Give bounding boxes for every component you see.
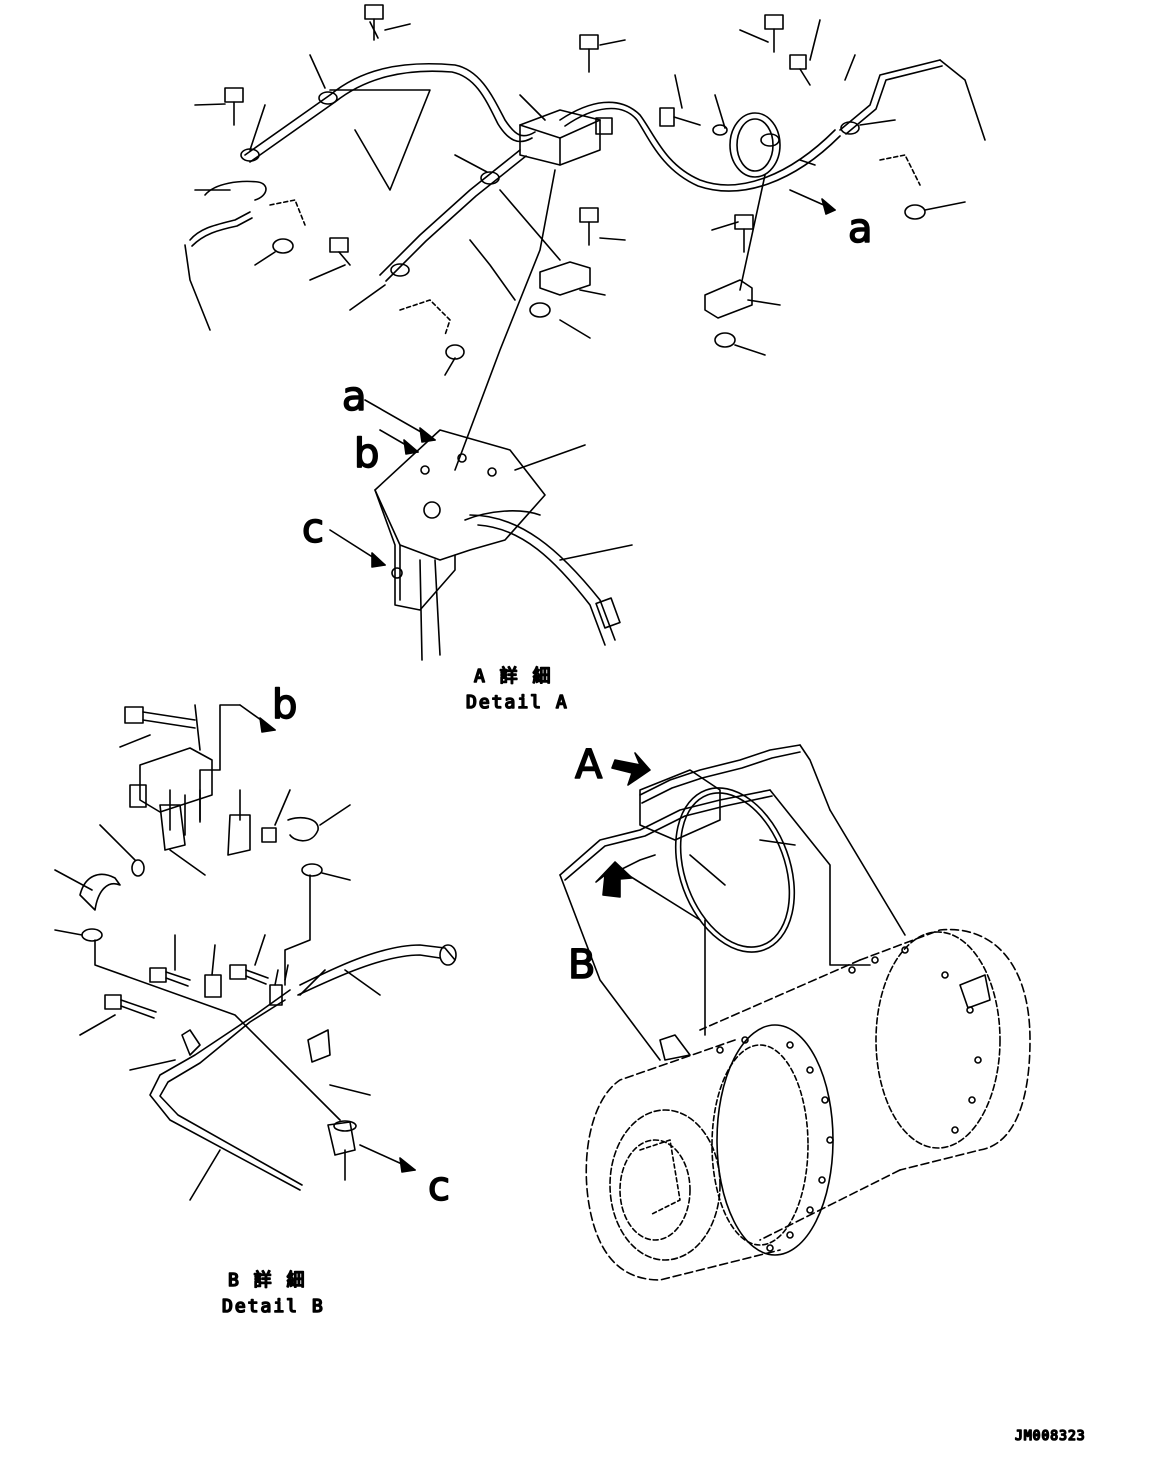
main-view-arrow-B: B [568,942,595,988]
bolt-icon [579,207,599,246]
detail-a-arrow-b: b [354,431,379,477]
detail-a-arrow-c: c [302,506,324,552]
detail-b-assembly [54,704,457,1201]
bolt-icon [124,706,144,724]
bolt-icon [229,964,247,980]
detail-b-caption-en: Detail B [222,1296,325,1317]
detail-a-caption-en: Detail A [466,692,569,713]
nut-icon [445,344,465,360]
detail-b-caption-jp: B 詳 細 [228,1270,307,1291]
harness-assembly-view [184,4,986,471]
bracket-icon [704,279,753,319]
view-arrow-label-a: a [848,206,873,252]
drum-assembly-view [559,744,1031,1281]
clip-icon [307,1029,331,1063]
bolt-icon [734,214,754,253]
bolt-icon [764,14,784,53]
detail-b-arrow-c: c [428,1164,450,1210]
bolt-icon [224,87,244,126]
bracket-icon [539,261,591,296]
detail-a-caption-jp: A 詳 細 [474,666,553,687]
connector-icon [639,769,721,841]
detail-b-arrow-b: b [272,682,297,728]
nut-icon [714,332,736,348]
bolt-icon [329,237,351,266]
washer-icon [529,302,551,318]
bolt-icon [579,34,599,73]
collar-icon [327,1121,356,1156]
bolt-icon [659,107,701,127]
bolt-icon [789,54,811,86]
bolt-icon [104,994,122,1010]
nut-icon [272,238,294,254]
bolt-icon [149,967,167,983]
drawing-number: JM008323 [1015,1429,1086,1444]
bolt-icon [364,4,384,41]
detail-a-bracket [329,399,633,661]
sensor-icon [139,747,213,813]
detail-a-arrow-a: a [342,374,367,420]
main-view-arrow-A: A [575,742,603,788]
nut-icon [904,204,926,220]
